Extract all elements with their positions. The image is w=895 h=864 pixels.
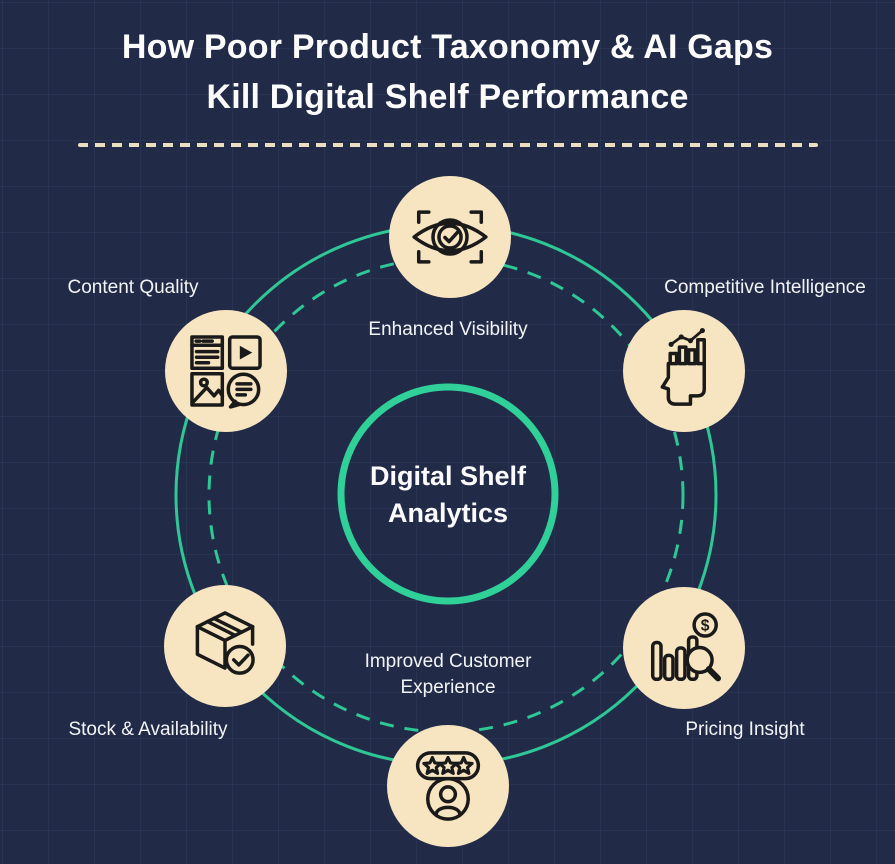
customer-rating-icon bbox=[415, 751, 481, 821]
label-pricing-insight: Pricing Insight bbox=[685, 719, 805, 740]
node-enhanced-visibility bbox=[389, 176, 511, 298]
dollar-sign: $ bbox=[701, 618, 710, 635]
label-customer-line1: Improved Customer bbox=[364, 651, 532, 672]
label-content-quality: Content Quality bbox=[67, 277, 199, 298]
head-analytics-icon bbox=[660, 327, 706, 406]
center-label: Digital Shelf Analytics bbox=[370, 458, 526, 532]
label-stock-availability: Stock & Availability bbox=[68, 719, 228, 740]
node-content-quality bbox=[165, 310, 287, 432]
dashed-divider bbox=[78, 143, 818, 147]
center-label-line1: Digital Shelf bbox=[369, 461, 527, 491]
label-enhanced-visibility: Enhanced Visibility bbox=[368, 319, 528, 340]
center-label-line2: Analytics bbox=[387, 498, 509, 528]
node-competitive-intelligence bbox=[623, 310, 745, 432]
title-line-2: Kill Digital Shelf Performance bbox=[206, 78, 689, 116]
label-competitive-intelligence: Competitive Intelligence bbox=[664, 277, 866, 298]
content-media-icon bbox=[190, 335, 262, 409]
center-circle bbox=[337, 383, 559, 605]
bar-chart-magnifier-dollar-icon: $ bbox=[650, 612, 722, 682]
label-improved-customer-experience: Improved Customer Experience bbox=[365, 649, 532, 701]
node-stock-availability bbox=[164, 585, 286, 707]
package-check-icon bbox=[195, 611, 255, 675]
node-pricing-insight: $ bbox=[623, 587, 745, 709]
page-title: How Poor Product Taxonomy & AI Gaps Kill… bbox=[0, 22, 895, 122]
node-improved-customer-experience bbox=[387, 725, 509, 847]
label-customer-line2: Experience bbox=[400, 677, 496, 698]
title-line-1: How Poor Product Taxonomy & AI Gaps bbox=[121, 28, 774, 66]
eye-scan-icon bbox=[412, 210, 488, 264]
inner-dashed-ring bbox=[207, 256, 685, 734]
